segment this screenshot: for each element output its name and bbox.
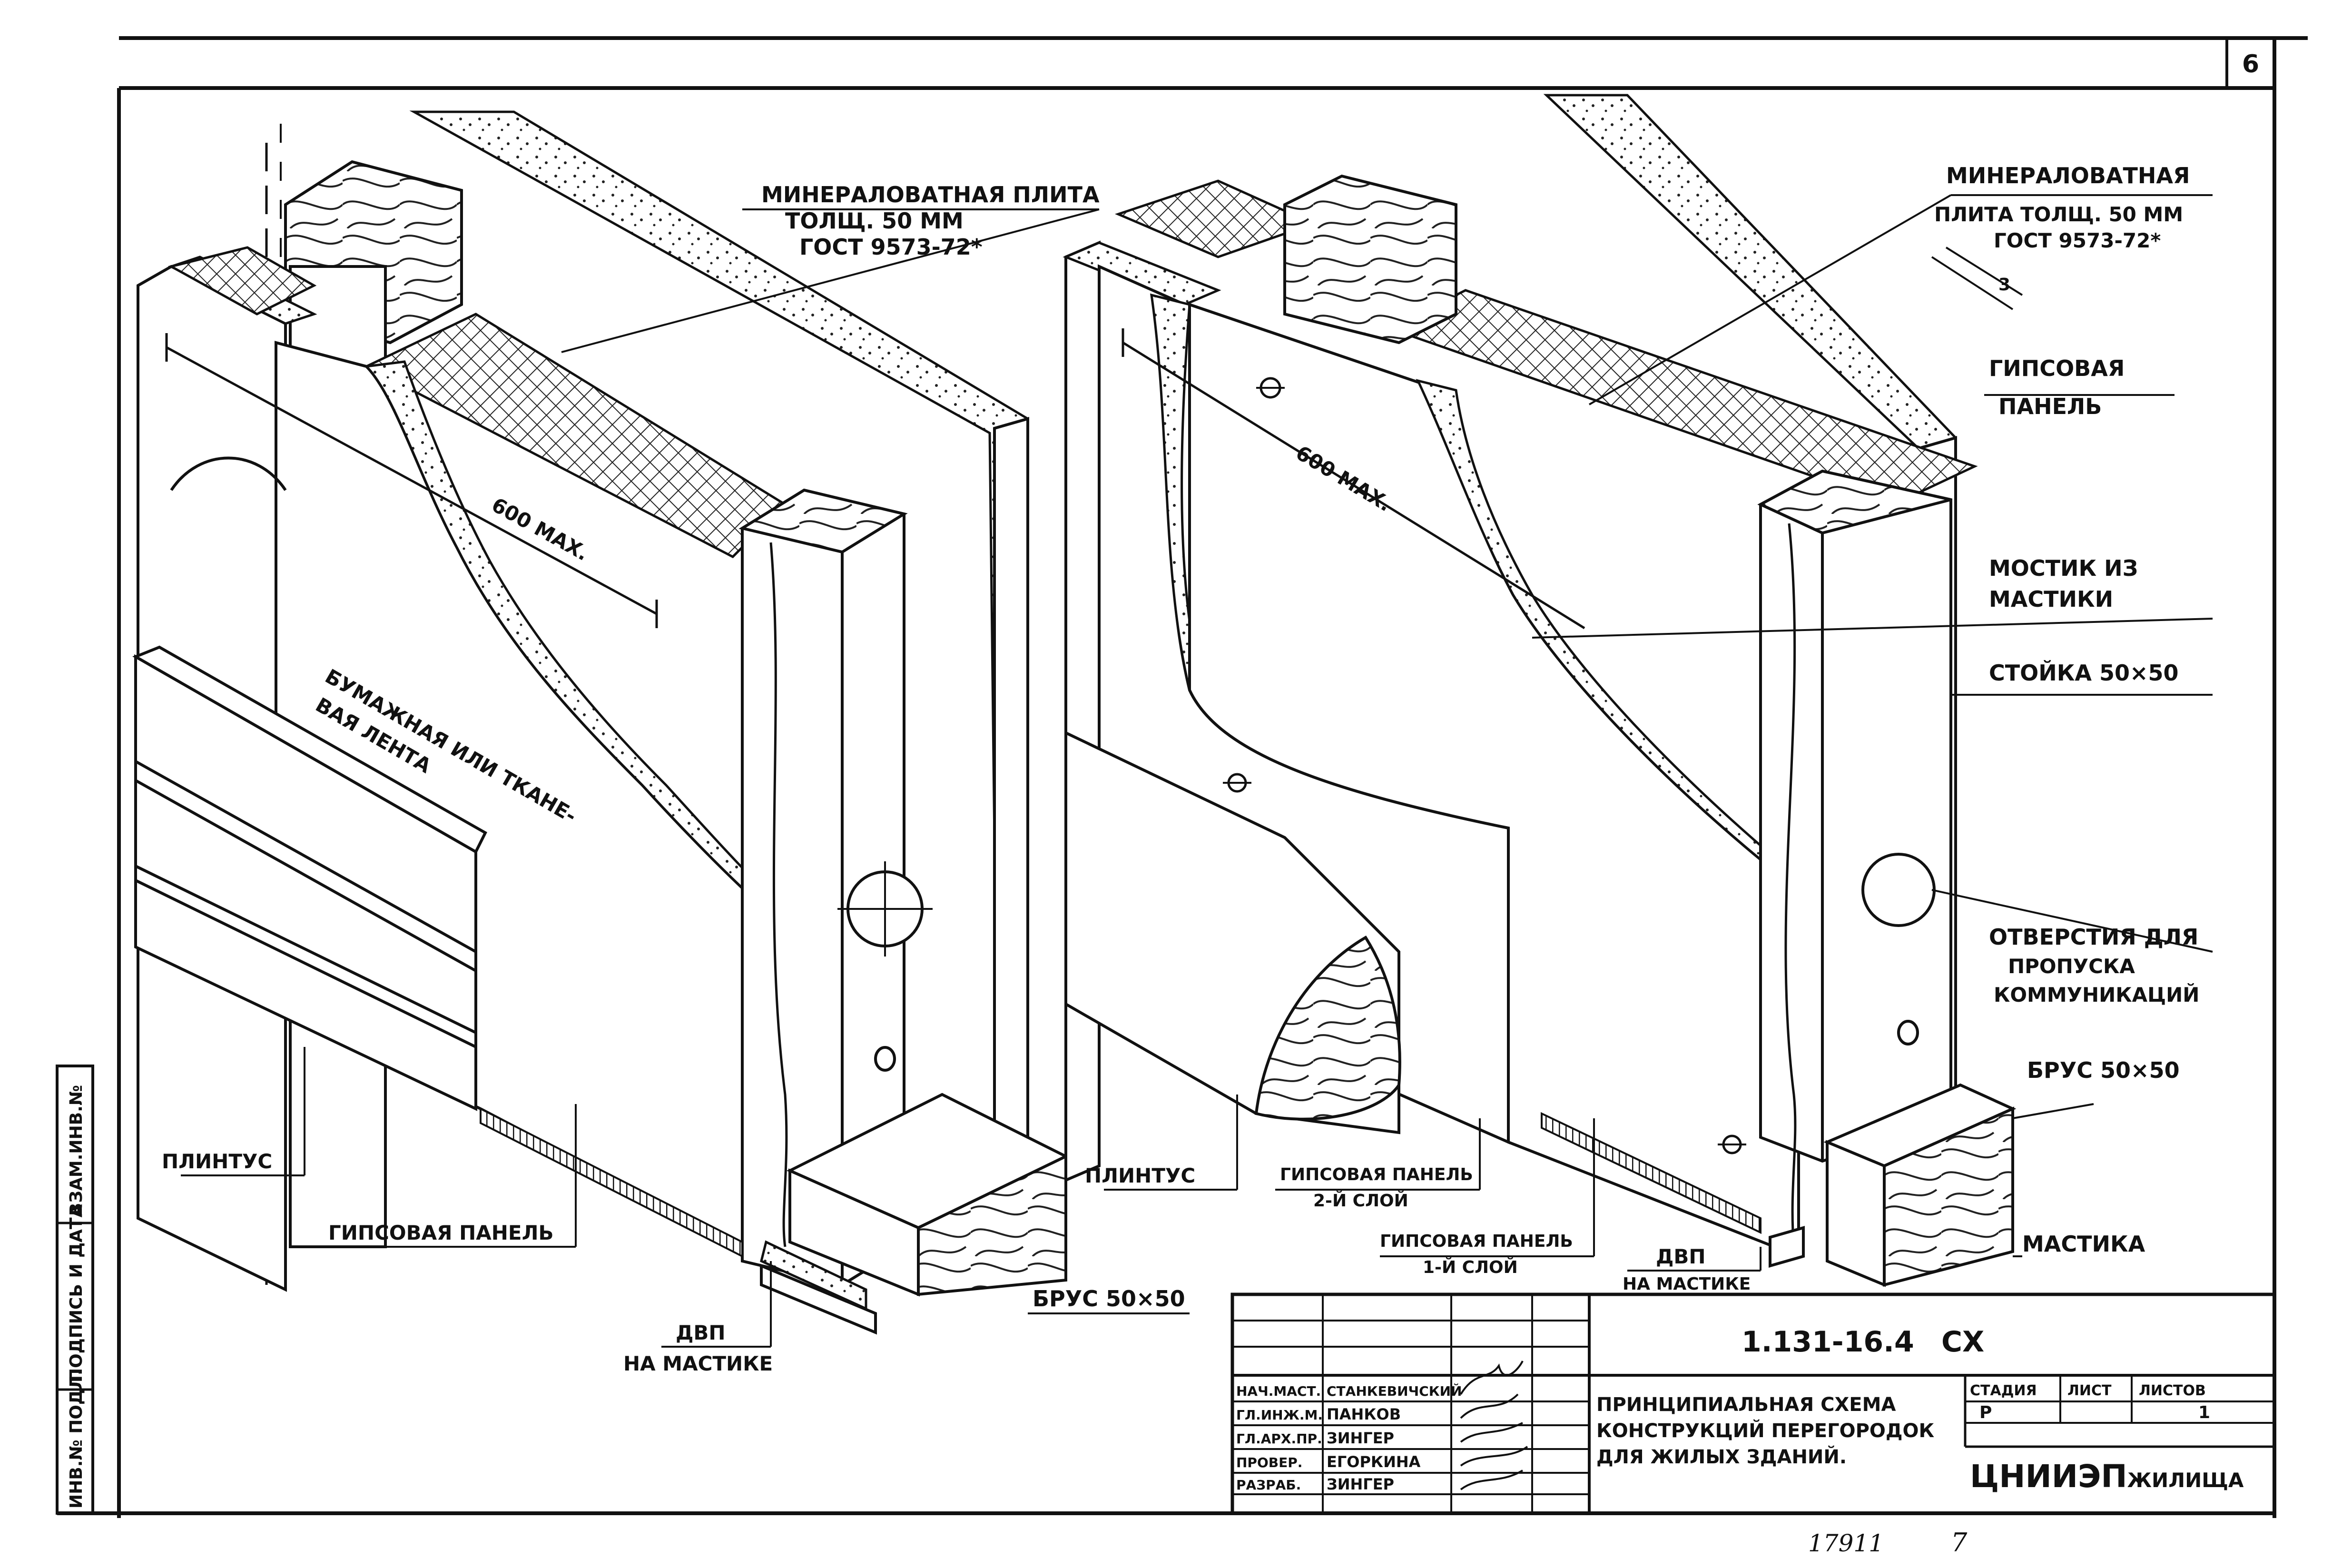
- left-gypsum-label: ГИПСОВАЯ ПАНЕЛЬ: [328, 1221, 553, 1244]
- drawing-title-2: КОНСТРУКЦИЙ ПЕРЕГОРОДОК: [1596, 1419, 1935, 1442]
- left-insulation-label-2: ТОЛЩ. 50 ММ: [785, 208, 964, 234]
- left-insulation-label-3: ГОСТ 9573-72*: [799, 234, 983, 260]
- left-beam-label: БРУС 50×50: [1033, 1286, 1185, 1312]
- right-gypsum-label-2: ПАНЕЛЬ: [1998, 394, 2102, 419]
- sheets-header: ЛИСТОВ: [2139, 1382, 2206, 1399]
- left-avp-label-2: НА МАСТИКЕ: [623, 1352, 773, 1375]
- right-bridge-label-2: МАСТИКИ: [1989, 586, 2113, 612]
- right-gypsum-layer2-label-2: 2-Й СЛОЙ: [1313, 1191, 1408, 1211]
- right-beam-label: БРУС 50×50: [2027, 1057, 2180, 1083]
- left-leaders: [181, 208, 1190, 1348]
- right-insulation-label-1: МИНЕРАЛОВАТНАЯ: [1946, 163, 2190, 188]
- sheet-frame: [57, 36, 2308, 1518]
- sheets-value: 1: [2198, 1403, 2210, 1422]
- right-leaders: [1104, 194, 2213, 1272]
- person-name-2: ПАНКОВ: [1327, 1405, 1401, 1423]
- person-name-5: ЗИНГЕР: [1327, 1475, 1394, 1493]
- stage-header: СТАДИЯ: [1970, 1382, 2037, 1399]
- person-role-3: ГЛ.АРХ.ПР.: [1236, 1431, 1322, 1447]
- drawing-title-3: ДЛЯ ЖИЛЫХ ЗДАНИЙ.: [1596, 1445, 1847, 1468]
- person-name-3: ЗИНГЕР: [1327, 1429, 1394, 1447]
- organization: ЦНИИЭПЖИЛИЩА: [1970, 1458, 2244, 1495]
- right-insulation-label-2: ПЛИТА ТОЛЩ. 50 ММ: [1934, 203, 2183, 226]
- sheet-number: 6: [2242, 50, 2259, 79]
- right-partition-figure: [1063, 94, 2023, 1287]
- person-role-1: НАЧ.МАСТ.: [1236, 1383, 1321, 1399]
- right-avp-label-2: НА МАСТИКЕ: [1623, 1274, 1751, 1294]
- sheet-header: ЛИСТ: [2067, 1382, 2112, 1399]
- title-block: [1230, 1292, 2276, 1515]
- right-avp-label-1: ДВП: [1656, 1245, 1706, 1268]
- person-role-2: ГЛ.ИНЖ.М.: [1236, 1407, 1323, 1423]
- person-name-4: ЕГОРКИНА: [1327, 1453, 1421, 1471]
- left-insulation-label-1: МИНЕРАЛОВАТНАЯ ПЛИТА: [761, 182, 1100, 207]
- right-holes-label-2: ПРОПУСКА: [2008, 955, 2135, 978]
- right-gypsum-layer1-label-1: ГИПСОВАЯ ПАНЕЛЬ: [1380, 1232, 1573, 1251]
- document-code: 1.131-16.4: [1742, 1325, 1914, 1359]
- side-stamp-signature: ПОДПИСЬ И ДАТА: [67, 1204, 86, 1382]
- right-insulation-label-3: ГОСТ 9573-72*: [1994, 229, 2161, 252]
- right-post-label: СТОЙКА 50×50: [1989, 660, 2179, 686]
- right-holes-label-1: ОТВЕРСТИЯ ДЛЯ: [1989, 924, 2198, 950]
- right-gypsum-layer2-label-1: ГИПСОВАЯ ПАНЕЛЬ: [1280, 1165, 1473, 1184]
- side-stamp-inv: ИНВ.№ ПОДЛ.: [67, 1369, 86, 1509]
- right-gypsum-layer1-label-2: 1-Й СЛОЙ: [1423, 1257, 1518, 1277]
- stage-value: Р: [1979, 1403, 1992, 1422]
- left-spacing-label: 600 МАХ.: [488, 493, 592, 565]
- bottom-note-page: 7: [1951, 1528, 1968, 1558]
- right-mastic-label: МАСТИКА: [2022, 1231, 2145, 1257]
- right-dimension-label: 3: [1998, 275, 2010, 295]
- side-stamp-replace: ВЗАМ.ИНВ.№: [67, 1085, 86, 1216]
- right-holes-label-3: КОММУНИКАЦИЙ: [1994, 983, 2199, 1006]
- person-role-4: ПРОВЕР.: [1236, 1455, 1302, 1470]
- drawing-title-1: ПРИНЦИПИАЛЬНАЯ СХЕМА: [1596, 1394, 1896, 1416]
- right-gypsum-label-1: ГИПСОВАЯ: [1989, 355, 2125, 381]
- left-avp-label-1: ДВП: [676, 1321, 726, 1344]
- side-stamp: ИНВ.№ ПОДЛ. ПОДПИСЬ И ДАТА ВЗАМ.ИНВ.№: [56, 1065, 94, 1515]
- document-suffix: СХ: [1941, 1325, 1984, 1359]
- right-baseboard-label: ПЛИНТУС: [1085, 1164, 1195, 1187]
- left-baseboard-label: ПЛИНТУС: [162, 1150, 272, 1173]
- right-bridge-label-1: МОСТИК ИЗ: [1989, 555, 2138, 581]
- bottom-note-number: 17911: [1808, 1529, 1884, 1557]
- person-role-5: РАЗРАБ.: [1236, 1477, 1301, 1493]
- left-partition-figure: [132, 110, 1069, 1335]
- person-name-1: СТАНКЕВИЧСКИЙ: [1327, 1383, 1462, 1399]
